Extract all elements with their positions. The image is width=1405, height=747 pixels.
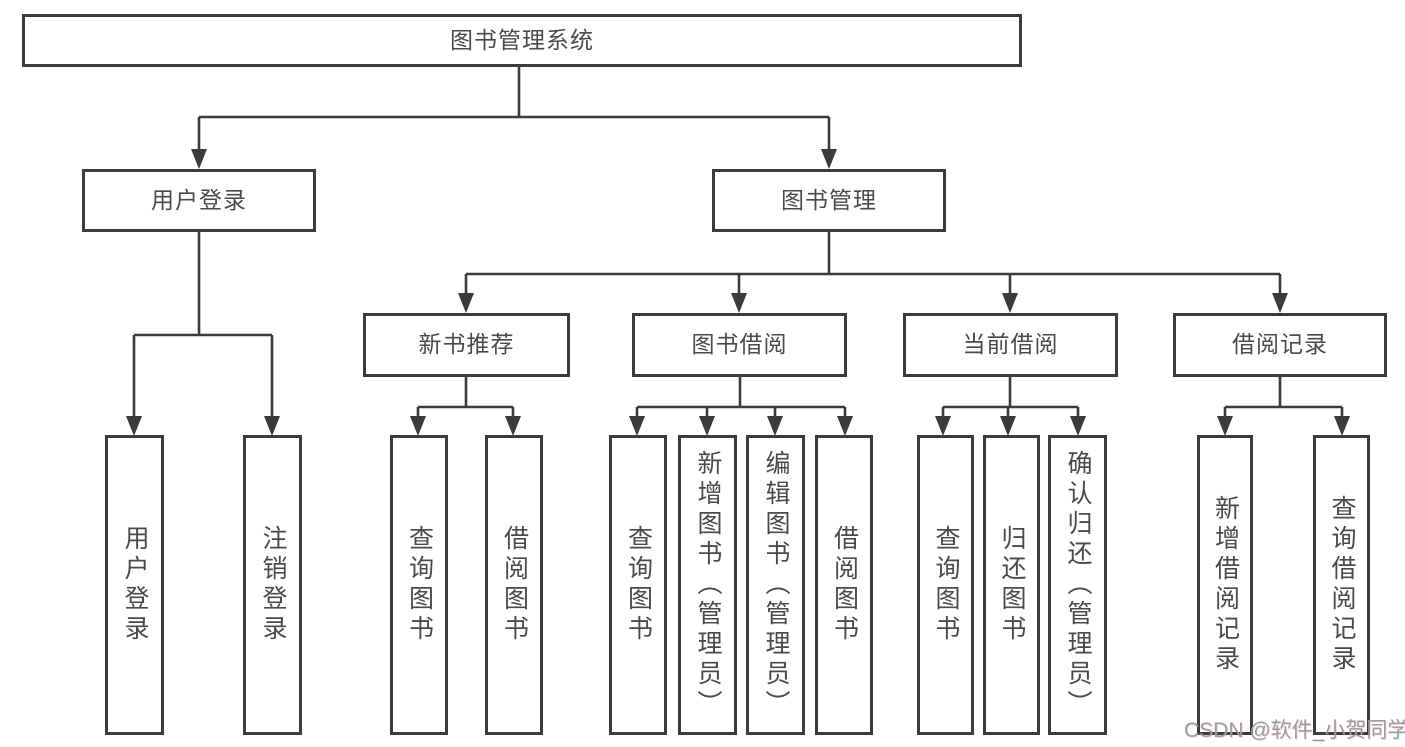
leaf-logout: 注销登录 (243, 435, 302, 735)
node-user-login: 用户登录 (82, 169, 316, 232)
leaf-user-login: 用户登录 (105, 435, 164, 735)
node-current-borrow: 当前借阅 (903, 313, 1118, 377)
leaf-borrow-books-recommend: 借阅图书 (485, 435, 543, 735)
leaf-borrow-books: 借阅图书 (815, 435, 873, 735)
leaf-return-books: 归还图书 (983, 435, 1040, 735)
csdn-watermark: CSDN @软件_小贺同学 (1184, 719, 1405, 742)
leaf-confirm-return-admin: 确认归还（管理员） (1048, 435, 1107, 735)
leaf-add-borrow-record: 新增借阅记录 (1197, 435, 1253, 735)
leaf-add-books-admin: 新增图书（管理员） (678, 435, 737, 735)
leaf-query-books-borrow: 查询图书 (609, 435, 667, 735)
node-book-borrow: 图书借阅 (632, 313, 847, 377)
node-library-management-system: 图书管理系统 (22, 14, 1022, 67)
node-book-management: 图书管理 (712, 169, 946, 232)
leaf-query-books-current: 查询图书 (917, 435, 974, 735)
leaf-edit-books-admin: 编辑图书（管理员） (746, 435, 805, 735)
leaf-query-books-recommend: 查询图书 (390, 435, 448, 735)
node-new-book-recommend: 新书推荐 (363, 313, 570, 377)
leaf-query-borrow-record: 查询借阅记录 (1313, 435, 1370, 735)
node-borrow-records: 借阅记录 (1173, 313, 1387, 377)
